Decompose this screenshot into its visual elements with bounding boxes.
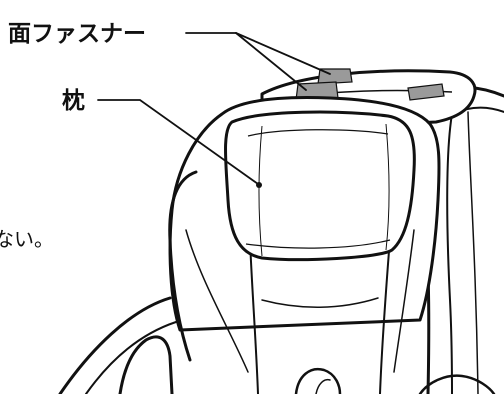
chair-left-wing (58, 170, 198, 394)
leader-fastener-to-center-patch (235, 32, 331, 75)
leader-pillow-dot (256, 182, 262, 188)
pillow (224, 110, 416, 262)
chair-lower-rollers (294, 367, 496, 394)
fastener-patches (295, 68, 445, 101)
label-fastener: 面ファスナー (8, 21, 146, 47)
leader-line-pillow (97, 99, 259, 185)
leader-fastener-to-left-patch (235, 32, 307, 91)
label-pillow: 枕 (62, 88, 85, 114)
cut-off-text-fragment: ない。 (0, 227, 54, 251)
fastener-patch-right (407, 83, 445, 101)
leader-lines-fastener (185, 32, 331, 91)
seat-back-panel (185, 229, 415, 394)
